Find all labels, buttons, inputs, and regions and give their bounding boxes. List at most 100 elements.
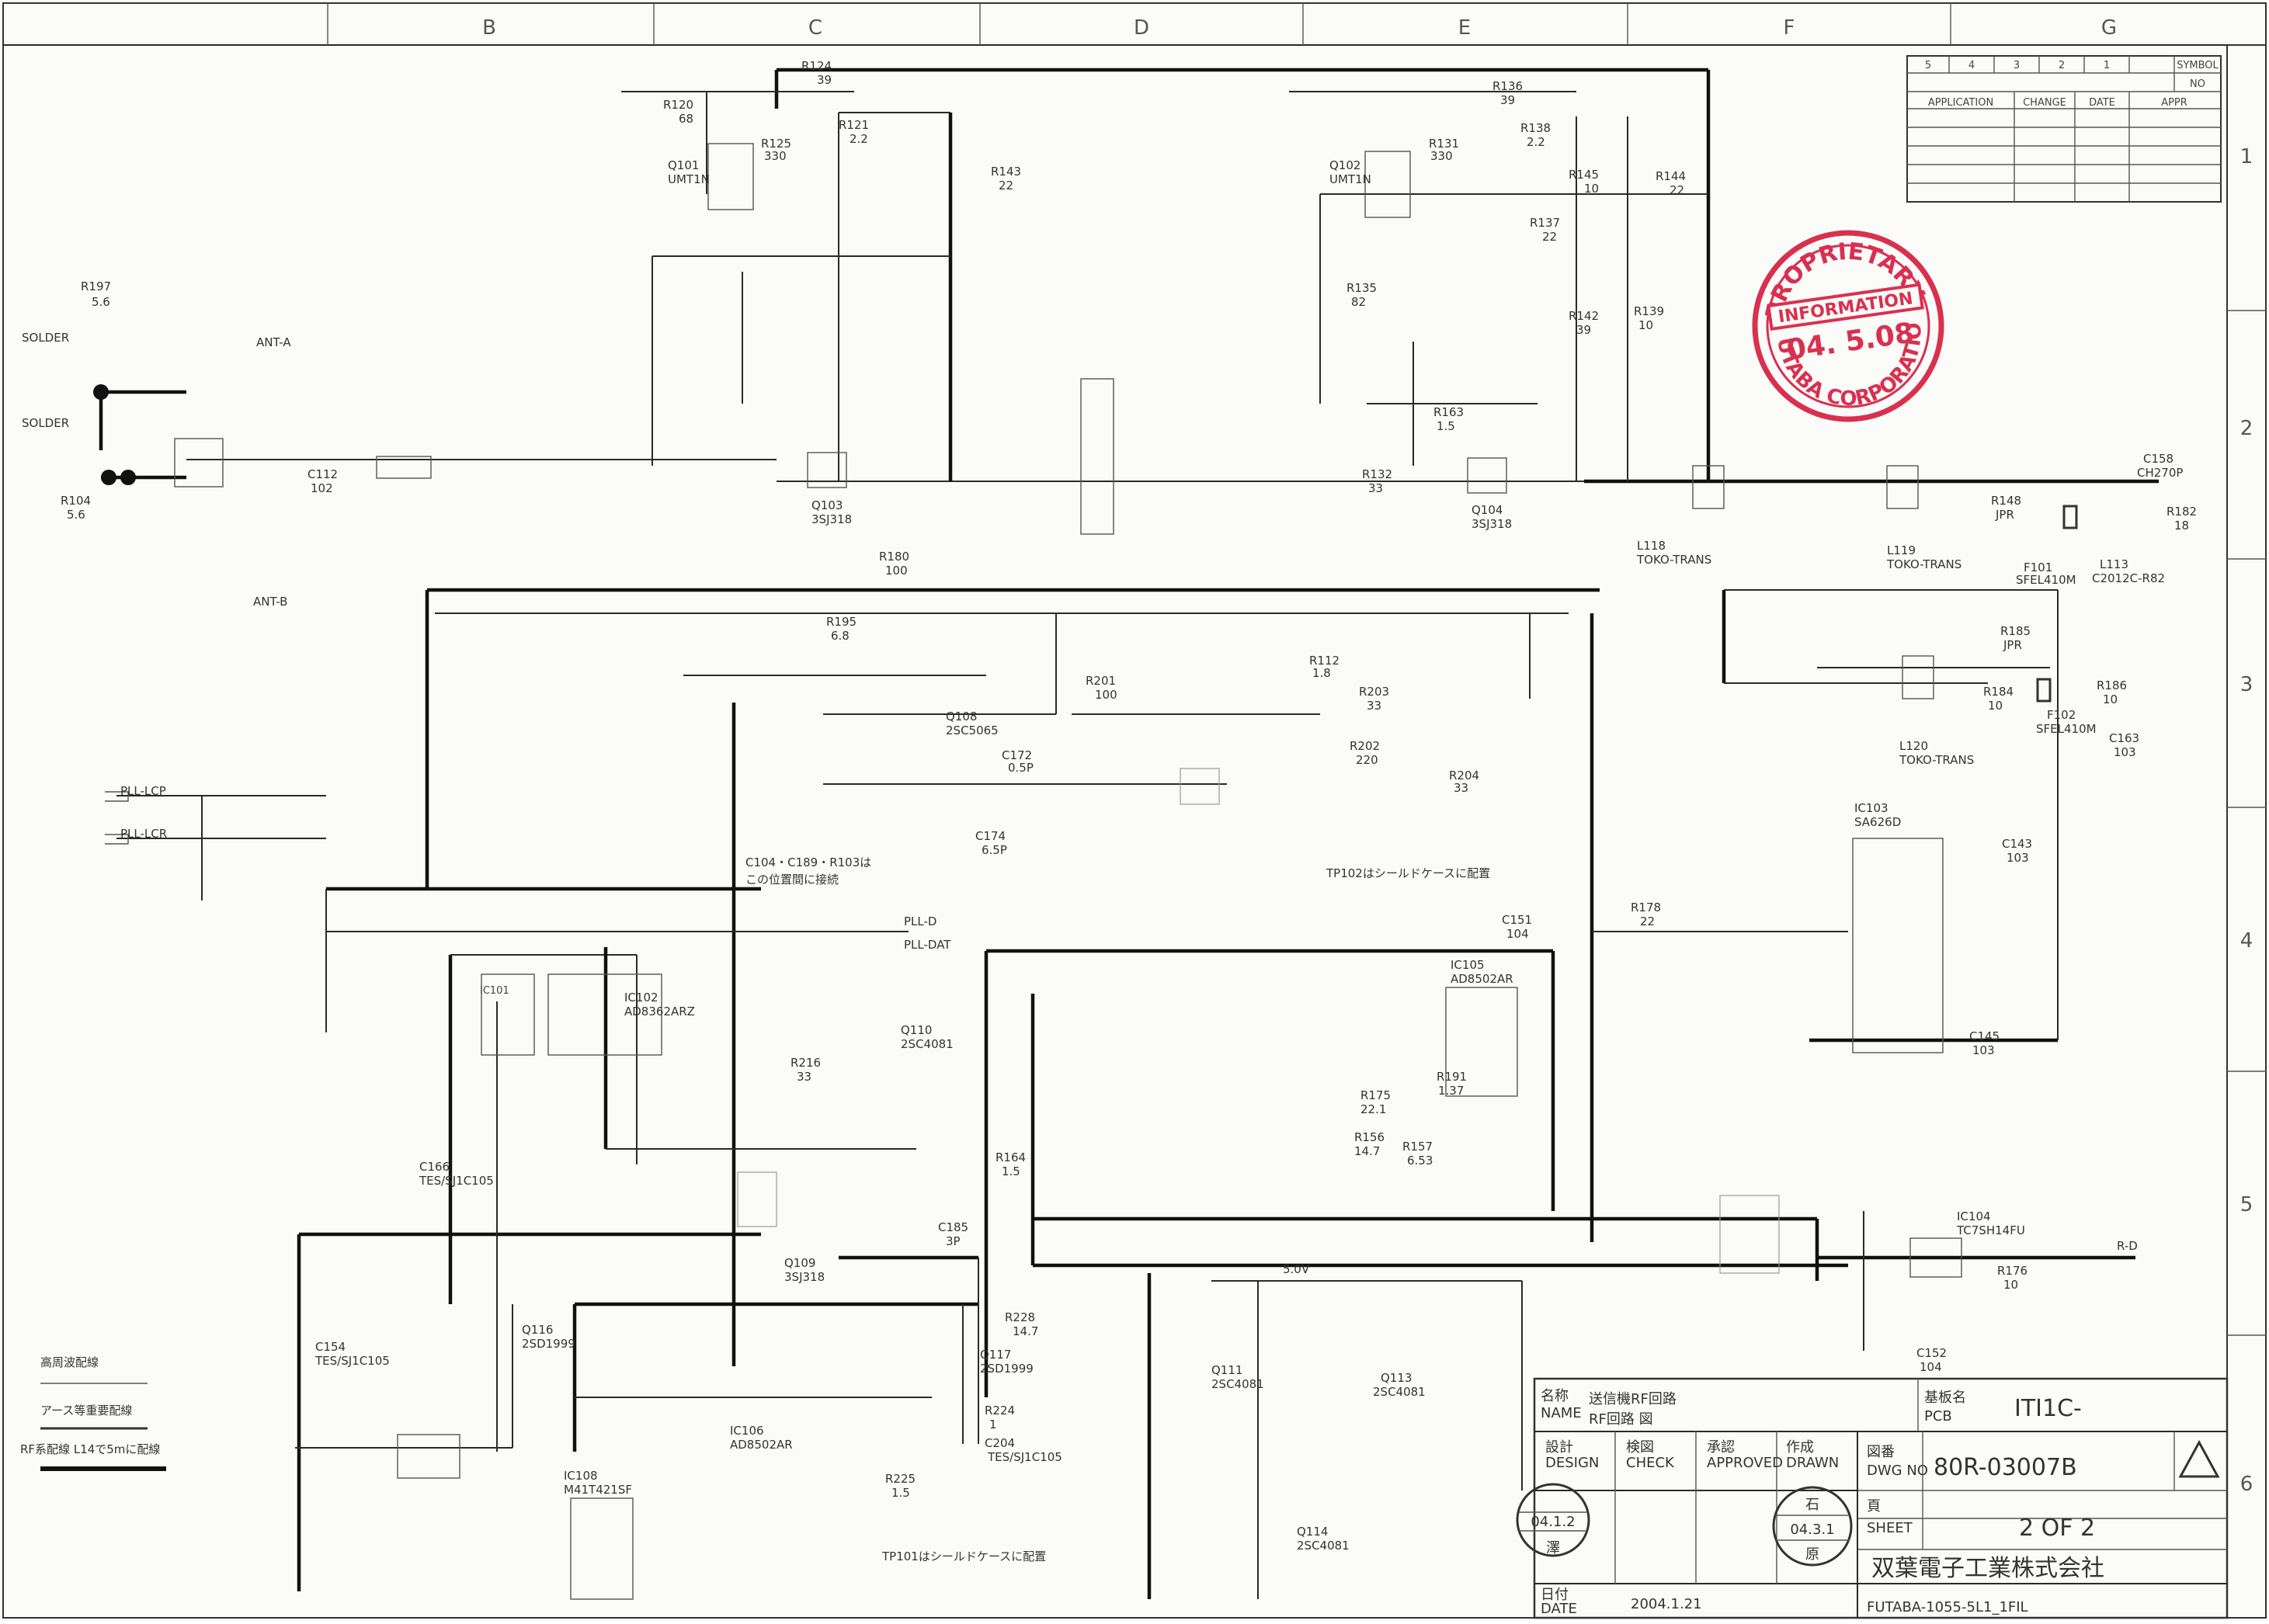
label-q104-ref: Q104	[1472, 503, 1503, 517]
note-c104: C104・C189・R103は	[745, 855, 871, 869]
label-l119-part: TOKO-TRANS	[1886, 557, 1961, 571]
label-ic104-ref: IC104	[1957, 1209, 1991, 1223]
label-c158-val: CH270P	[2137, 466, 2183, 480]
seal-1-name: 澤	[1546, 1540, 1560, 1556]
label-q101-part: UMT1N	[668, 172, 710, 186]
tb-role-approved: 承認	[1707, 1439, 1735, 1456]
zone-label-b: B	[482, 16, 496, 40]
label-c112-ref: C112	[308, 467, 338, 481]
label-r142-val: 39	[1576, 323, 1591, 337]
rev-col-1: 1	[2104, 60, 2110, 71]
tb-date-label-en: DATE	[1541, 1601, 1577, 1617]
tb-board-name: ITI1C-	[2014, 1395, 2082, 1422]
label-r156-ref: R156	[1354, 1130, 1385, 1144]
label-q103-ref: Q103	[811, 498, 843, 512]
seal-2-bottom: 原	[1805, 1546, 1819, 1563]
label-r131-val: 330	[1430, 149, 1453, 163]
schematic-wiring	[93, 68, 2159, 1599]
rev-head-appr: APPR	[2161, 97, 2187, 109]
label-c143-ref: C143	[2002, 837, 2032, 851]
note-tp101: TP101はシールドケースに配置	[881, 1549, 1046, 1563]
port-solder-1: SOLDER	[22, 331, 69, 345]
label-r216-val: 33	[797, 1070, 811, 1084]
label-q116-ref: Q116	[522, 1323, 553, 1337]
label-r139-ref: R139	[1634, 304, 1664, 318]
label-q103-part: 3SJ318	[811, 512, 852, 526]
tb-role-drawn-en: DRAWN	[1786, 1455, 1839, 1471]
label-r175-val: 22.1	[1360, 1102, 1386, 1116]
tb-company: 双葉電子工業株式会社	[1871, 1555, 2104, 1582]
tb-date-value: 2004.1.21	[1631, 1596, 1702, 1612]
label-r203-ref: R203	[1359, 685, 1389, 699]
label-r124-val: 39	[817, 73, 832, 87]
tb-name-value: 送信機RF回路	[1589, 1391, 1677, 1407]
label-r138-val: 2.2	[1527, 135, 1545, 149]
rev-col-2: 2	[2059, 60, 2065, 71]
tb-role-drawn: 作成	[1786, 1439, 1814, 1456]
label-c172-val: 0.5P	[1008, 761, 1034, 775]
label-l119-ref: L119	[1887, 543, 1916, 557]
port-solder-2: SOLDER	[22, 416, 69, 430]
label-r176-val: 10	[2003, 1278, 2018, 1292]
port-pll-lcr: PLL-LCR	[120, 827, 167, 841]
zone-label-2: 2	[2240, 417, 2253, 440]
label-c185-ref: C185	[938, 1220, 968, 1234]
label-r164-ref: R164	[996, 1150, 1026, 1164]
label-r182-val: 18	[2174, 519, 2189, 533]
label-r225-val: 1.5	[891, 1486, 910, 1500]
label-r184-ref: R184	[1983, 685, 2014, 699]
title-block: 名称 NAME 送信機RF回路 RF回路 図 基板名 PCB ITI1C- 設計…	[1516, 1377, 2229, 1619]
net-5v: 5.0V	[1283, 1262, 1310, 1276]
label-c143-val: 103	[2007, 851, 2029, 865]
label-r197-val: 5.6	[92, 295, 110, 309]
label-r137-val: 22	[1542, 230, 1557, 244]
label-q111-ref: Q111	[1211, 1363, 1242, 1377]
label-l118-part: TOKO-TRANS	[1636, 553, 1711, 567]
label-r137-ref: R137	[1530, 216, 1560, 230]
label-r182-ref: R182	[2166, 505, 2197, 519]
label-c154-val: TES/SJ1C105	[314, 1354, 390, 1368]
tb-board-label-2: PCB	[1924, 1408, 1952, 1424]
tb-role-approved-en: APPROVED	[1707, 1455, 1783, 1471]
label-c185-val: 3P	[946, 1234, 961, 1248]
label-l113-ref: L113	[2100, 557, 2128, 571]
zone-dividers-top	[327, 3, 1951, 45]
label-c152-ref: C152	[1916, 1346, 1947, 1360]
label-r125-val: 330	[764, 149, 787, 163]
label-q110-ref: Q110	[901, 1023, 932, 1037]
zone-label-c: C	[808, 16, 822, 40]
tb-dwg-label-en: DWG NO	[1867, 1463, 1928, 1479]
label-r204-val: 33	[1454, 781, 1468, 795]
label-q113-ref: Q113	[1381, 1371, 1412, 1385]
label-r191-ref: R191	[1437, 1070, 1467, 1084]
label-ic104-part: TC7SH14FU	[1956, 1223, 2025, 1237]
label-q110-part: 2SC4081	[901, 1037, 954, 1051]
design-seal: 04.1.2 澤	[1516, 1483, 1590, 1557]
label-r228-val: 14.7	[1013, 1324, 1038, 1338]
label-r135-ref: R135	[1346, 281, 1377, 295]
port-pll-dat: PLL-DAT	[904, 938, 951, 952]
rev-head-date: DATE	[2089, 97, 2115, 109]
label-q111-part: 2SC4081	[1211, 1377, 1264, 1391]
label-l113-part: C2012C-R82	[2092, 571, 2165, 585]
zone-label-f: F	[1784, 16, 1795, 40]
notes: TP102はシールドケースに配置 TP101はシールドケースに配置 C104・C…	[745, 855, 1490, 1563]
label-r112-ref: R112	[1309, 654, 1340, 668]
label-f101-ref: F101	[2024, 560, 2052, 574]
label-r224-val: 1	[989, 1418, 997, 1431]
rev-symbol-no: NO	[2190, 78, 2205, 90]
label-r104-ref: R104	[61, 494, 91, 508]
label-c204-val: TES/SJ1C105	[987, 1450, 1062, 1464]
label-q114-ref: Q114	[1297, 1525, 1328, 1539]
tb-role-design-en: DESIGN	[1545, 1455, 1599, 1471]
label-r136-val: 39	[1500, 93, 1515, 107]
tb-file-name: FUTABA-1055-5L1_1FIL	[1867, 1599, 2028, 1615]
label-r186-val: 10	[2103, 692, 2118, 706]
label-c145-val: 103	[1972, 1043, 1995, 1057]
label-ic102-part: AD8362ARZ	[624, 1005, 695, 1018]
label-q104-part: 3SJ318	[1472, 517, 1512, 531]
tb-dwg-label: 図番	[1867, 1444, 1895, 1460]
legend-item-2: アース等重要配線	[40, 1404, 132, 1418]
label-ic106-ref: IC106	[730, 1424, 764, 1438]
label-ic108-ref: IC108	[564, 1469, 598, 1483]
